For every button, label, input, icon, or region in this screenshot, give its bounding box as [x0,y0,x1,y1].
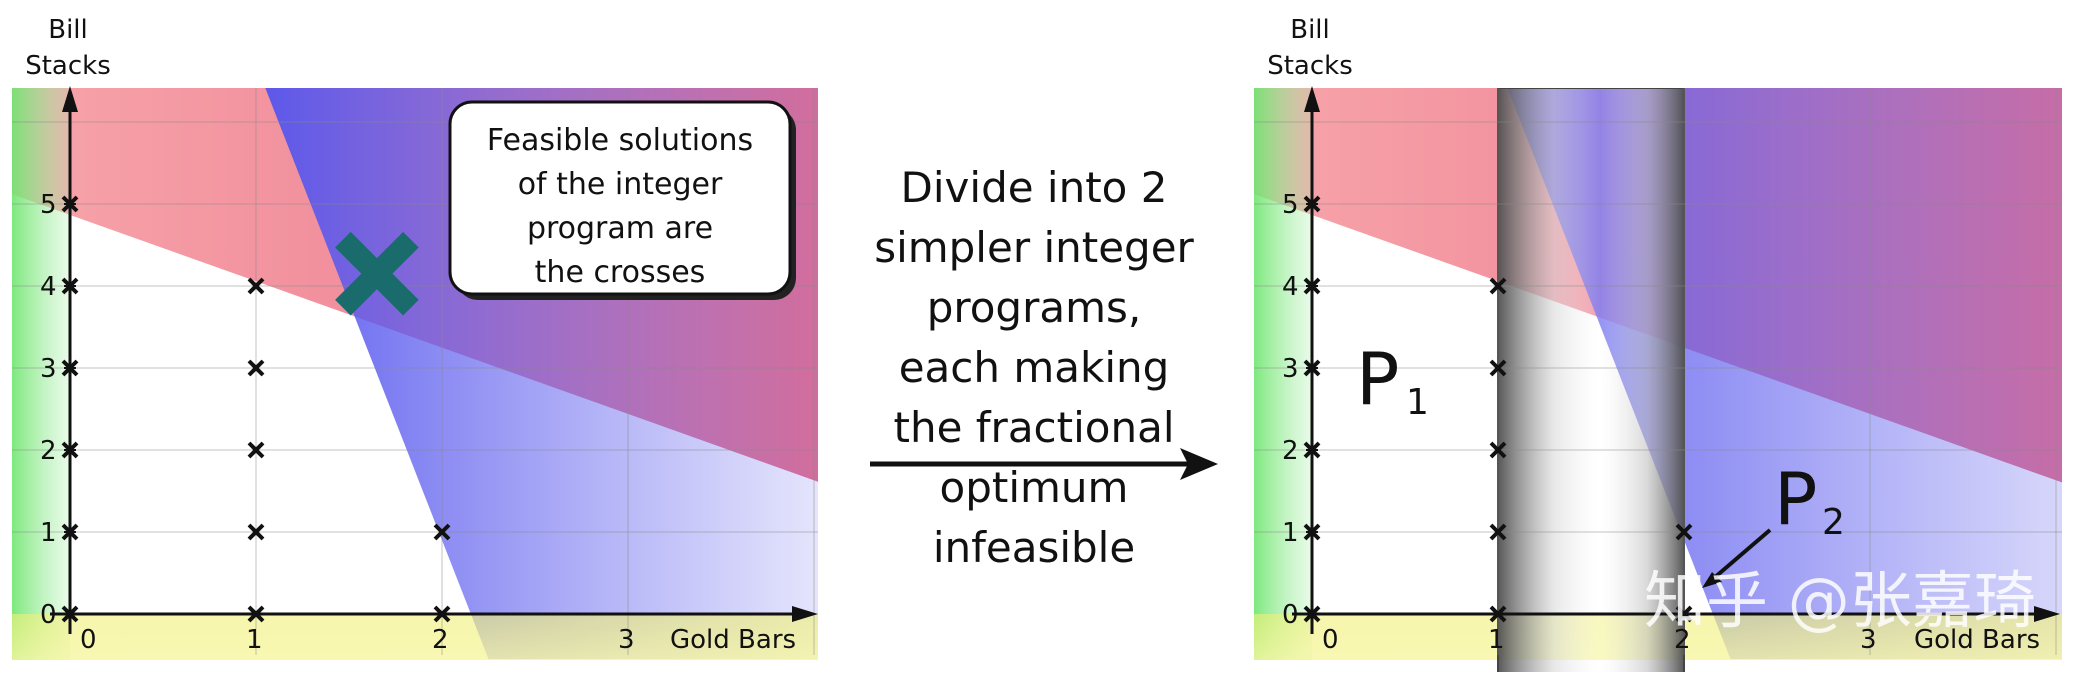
x-tick-label: 0 [80,625,97,655]
integer-point-cross [1489,605,1507,623]
y-tick-label: 0 [1282,600,1299,630]
green-band [1254,88,1312,660]
integer-point-cross [1303,605,1321,623]
integer-point-cross [1303,277,1321,295]
right-plot: 0 1 2 3 4 5 0 1 2 3 Bill Stacks Gold Bars P 1 P 2… [1254,15,2062,672]
y-tick-label: 3 [40,354,57,384]
integer-point-cross [61,441,79,459]
middle-line-5: the fractional [893,403,1174,452]
yellow-band [12,614,818,660]
left-y-axis-label-line1: Bill [48,15,88,45]
x-tick-label: 0 [1322,625,1339,655]
y-tick-label: 4 [40,272,57,302]
integer-point-cross [1489,441,1507,459]
x-tick-label: 1 [1488,625,1505,655]
integer-point-cross [247,523,265,541]
x-tick-label: 3 [618,625,635,655]
integer-point-cross [61,359,79,377]
watermark: 知乎 @张嘉琦 [1644,564,2036,637]
y-tick-label: 0 [40,600,57,630]
x-tick-label: 1 [246,625,263,655]
infeasible-strip [1497,88,1685,672]
right-ticks: 0 1 2 3 4 5 0 1 2 3 [1282,190,1877,655]
y-tick-label: 1 [40,518,57,548]
arrow-right-icon [870,448,1218,480]
y-tick-label: 5 [40,190,57,220]
p2-letter: P [1774,457,1817,541]
subproblem-p1-label: P 1 [1356,337,1429,423]
right-grid [1254,88,2062,655]
callout-line-4: the crosses [535,255,706,290]
middle-line-6: optimum [940,463,1129,512]
y-tick-label: 2 [40,436,57,466]
middle-explanation: Divide into 2 simpler integer programs, … [870,163,1218,572]
integer-point-cross [433,605,451,623]
callout-box: Feasible solutions of the integer progra… [448,100,796,300]
y-tick-label: 3 [1282,354,1299,384]
integer-point-cross [247,441,265,459]
y-tick-label: 5 [1282,190,1299,220]
integer-point-cross [1675,523,1693,541]
callout-line-1: Feasible solutions [487,123,753,158]
middle-line-1: Divide into 2 [901,163,1168,212]
integer-point-cross [61,277,79,295]
p2-pointer-arrowhead [1702,572,1722,588]
callout-line-3: program are [527,211,713,246]
middle-line-2: simpler integer [874,223,1194,272]
integer-point-cross [1675,605,1693,623]
integer-point-cross [61,523,79,541]
right-y-axis-label-line1: Bill [1290,15,1330,45]
left-y-axis-label-line2: Stacks [25,51,111,81]
callout-line-2: of the integer [518,167,723,202]
left-x-axis-label: Gold Bars [670,625,796,655]
fractional-optimum-cross [335,231,419,316]
integer-point-cross [61,605,79,623]
left-ticks: 0 1 2 3 4 5 0 1 2 3 [40,190,635,655]
integer-point-cross [1303,441,1321,459]
integer-point-cross [1489,359,1507,377]
integer-point-cross [1303,359,1321,377]
integer-point-cross [1489,523,1507,541]
integer-point-cross [1303,523,1321,541]
p1-letter: P [1356,337,1399,421]
x-tick-label: 3 [1860,625,1877,655]
y-tick-label: 1 [1282,518,1299,548]
green-band [12,88,70,660]
right-integer-points [1303,195,1693,623]
integer-point-cross [61,195,79,213]
integer-point-cross [1303,195,1321,213]
middle-line-3: programs, [927,283,1142,332]
y-tick-label: 2 [1282,436,1299,466]
left-integer-points [61,195,451,623]
right-x-axis-label: Gold Bars [1914,625,2040,655]
middle-line-4: each making [899,343,1170,392]
y-tick-label: 4 [1282,272,1299,302]
p1-subscript: 1 [1406,382,1429,423]
subproblem-p2-label: P 2 [1702,457,1845,588]
right-y-axis-label-line2: Stacks [1267,51,1353,81]
left-plot: 0 1 2 3 4 5 0 1 2 3 Bill Stacks Gold Bars Feasibl… [12,15,818,660]
integer-point-cross [247,359,265,377]
integer-point-cross [247,277,265,295]
right-plot-regions [1254,88,2062,672]
x-tick-label: 2 [432,625,449,655]
x-tick-label: 2 [1674,625,1691,655]
integer-point-cross [433,523,451,541]
integer-point-cross [247,605,265,623]
middle-line-7: infeasible [933,523,1135,572]
p2-pointer-line [1712,528,1772,580]
p2-subscript: 2 [1822,502,1845,543]
integer-point-cross [1489,277,1507,295]
